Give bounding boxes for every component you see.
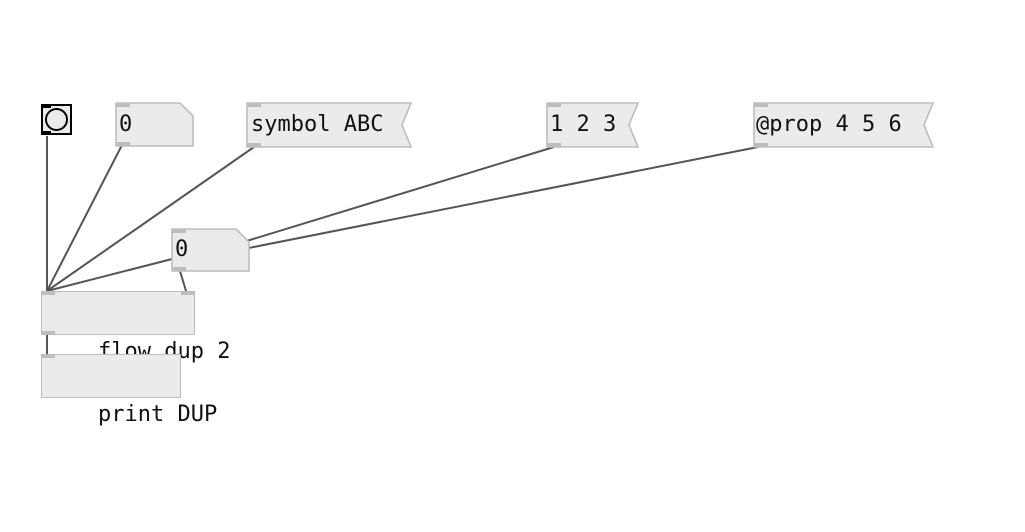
flow-dup-outlet [41, 331, 55, 335]
msg-symbol-text[interactable]: symbol ABC [251, 112, 384, 137]
flow-dup-inlet-right [181, 291, 195, 295]
wire-symbol-to-flow[interactable] [46, 146, 255, 292]
msg-prop-text[interactable]: @prop 4 5 6 [756, 112, 902, 137]
bang-button[interactable] [41, 104, 72, 135]
wire-list-to-number[interactable] [177, 146, 555, 263]
wire-number-to-flow-right[interactable] [179, 270, 187, 292]
print-inlet [41, 354, 55, 358]
number-mid-value[interactable]: 0 [175, 237, 189, 262]
flow-dup-inlet-left [41, 291, 55, 295]
bang-circle-icon [45, 108, 68, 131]
bang-outlet [41, 131, 51, 135]
msg-list-text[interactable]: 1 2 3 [550, 112, 617, 137]
print-label: print DUP [97, 402, 218, 427]
wire-number-to-flow[interactable] [46, 144, 123, 292]
bang-inlet [41, 104, 51, 108]
flow-dup-object[interactable]: flow.dup 2 [41, 291, 230, 364]
wire-prop-to-number[interactable] [177, 146, 759, 263]
wire-number-to-flow-left[interactable] [46, 257, 177, 292]
print-object[interactable]: print DUP [41, 354, 217, 427]
patch-canvas[interactable]: 0 symbol ABC 1 2 3 @prop 4 5 6 0 flow.du… [0, 0, 1025, 432]
number-top-value[interactable]: 0 [119, 112, 133, 137]
